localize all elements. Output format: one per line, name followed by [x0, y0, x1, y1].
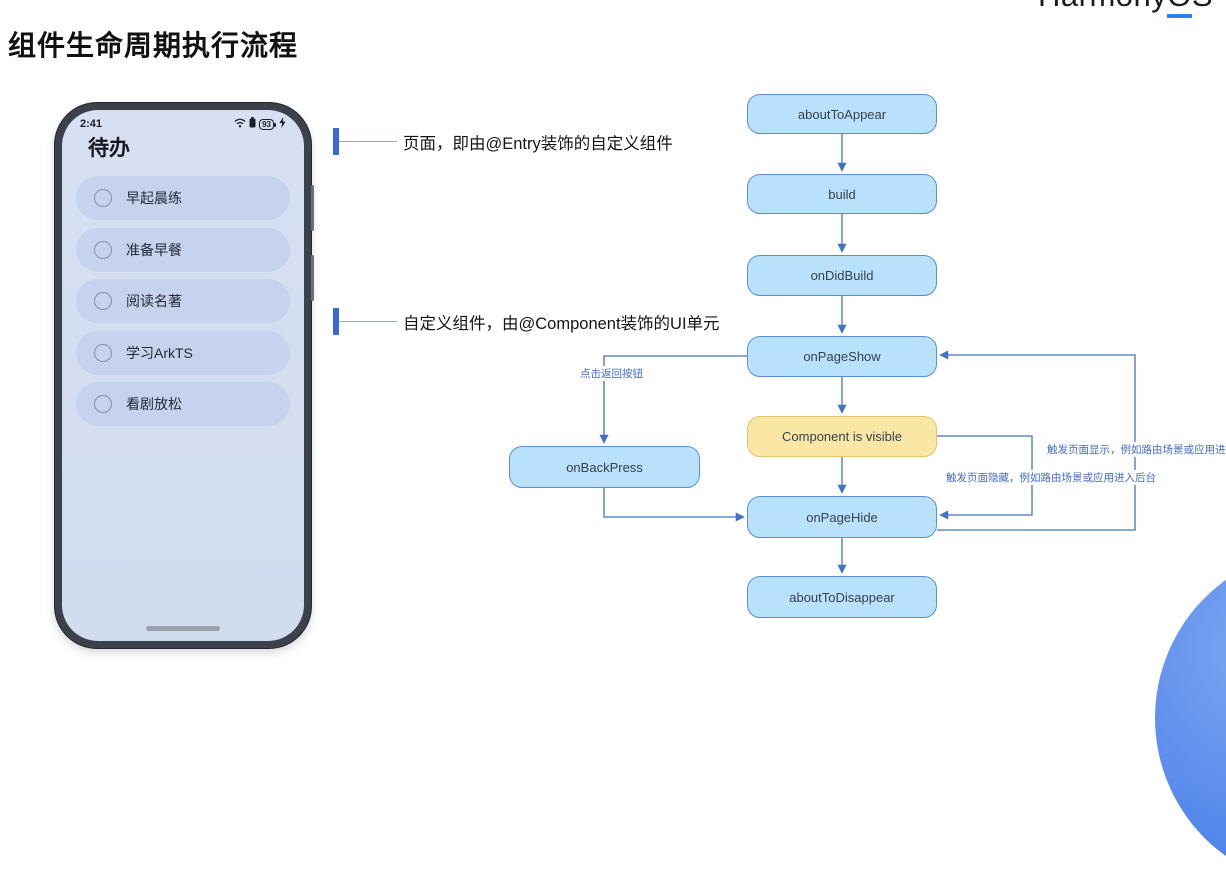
todo-label: 阅读名著 — [126, 293, 182, 309]
todo-item[interactable]: 早起晨练 — [76, 176, 290, 220]
todo-label: 学习ArkTS — [126, 344, 193, 361]
callout-bar — [333, 128, 339, 155]
brand-o-underlined: O — [1167, 0, 1192, 18]
phone-screen: 2:41 93 待办 早起晨练 准备早餐 — [62, 110, 304, 641]
edge-label-back-press: 点击返回按钮 — [578, 366, 645, 381]
flow-node-aboutToAppear: aboutToAppear — [747, 94, 937, 134]
flow-node-onPageShow: onPageShow — [747, 336, 937, 377]
todo-checkbox[interactable] — [94, 343, 112, 362]
todo-item[interactable]: 阅读名著 — [76, 279, 290, 323]
component-callout: 自定义组件，由@Component装饰的UI单元 — [333, 308, 720, 335]
callout-line — [339, 321, 397, 322]
todo-label: 看剧放松 — [126, 396, 182, 412]
callout-line — [339, 141, 397, 142]
todo-item[interactable]: 看剧放松 — [76, 382, 290, 426]
flow-node-aboutToDisappear: aboutToDisappear — [747, 576, 937, 618]
page-title: 组件生命周期执行流程 — [8, 30, 299, 61]
status-icons: 93 — [234, 115, 286, 133]
todo-checkbox[interactable] — [94, 240, 112, 259]
callout-bar — [333, 308, 339, 335]
todo-item[interactable]: 学习ArkTS — [76, 330, 290, 375]
status-bar: 2:41 93 — [62, 116, 304, 132]
flow-node-onDidBuild: onDidBuild — [747, 255, 937, 296]
todo-label: 早起晨练 — [126, 190, 182, 206]
status-time: 2:41 — [80, 118, 103, 130]
todo-list: 早起晨练 准备早餐 阅读名著 学习ArkTS 看剧放松 — [76, 176, 290, 426]
battery-icon — [249, 115, 256, 133]
todo-checkbox[interactable] — [94, 189, 112, 207]
flow-node-component-visible: Component is visible — [747, 416, 937, 457]
flow-node-onBackPress: onBackPress — [509, 446, 700, 488]
brand-text-left: Harmony — [1038, 0, 1167, 13]
todo-label: 准备早餐 — [126, 241, 182, 258]
todo-checkbox[interactable] — [94, 292, 112, 310]
decorative-circle — [1155, 548, 1226, 888]
wifi-icon — [234, 115, 246, 133]
volume-button — [311, 185, 314, 231]
component-callout-text: 自定义组件，由@Component装饰的UI单元 — [403, 314, 720, 333]
phone-mockup: 2:41 93 待办 早起晨练 准备早餐 — [55, 103, 314, 648]
flow-node-onPageHide: onPageHide — [747, 496, 937, 538]
app-title: 待办 — [88, 137, 130, 160]
todo-item[interactable]: 准备早餐 — [76, 227, 290, 272]
todo-checkbox[interactable] — [94, 395, 112, 413]
flow-node-build: build — [747, 174, 937, 214]
entry-callout: 页面，即由@Entry装饰的自定义组件 — [333, 128, 673, 155]
edge-label-page-hide: 触发页面隐藏，例如路由场景或应用进入后台 — [944, 470, 1158, 485]
charging-bolt-icon — [279, 115, 286, 133]
brand-text-right: S — [1192, 0, 1213, 13]
battery-percent-badge: 93 — [259, 118, 276, 130]
power-button — [311, 255, 314, 301]
harmonyos-logo: HarmonyOS — [1038, 0, 1213, 18]
edge-label-page-show: 触发页面显示，例如路由场景或应用进入前台 — [1045, 442, 1226, 457]
entry-callout-text: 页面，即由@Entry装饰的自定义组件 — [403, 134, 673, 153]
